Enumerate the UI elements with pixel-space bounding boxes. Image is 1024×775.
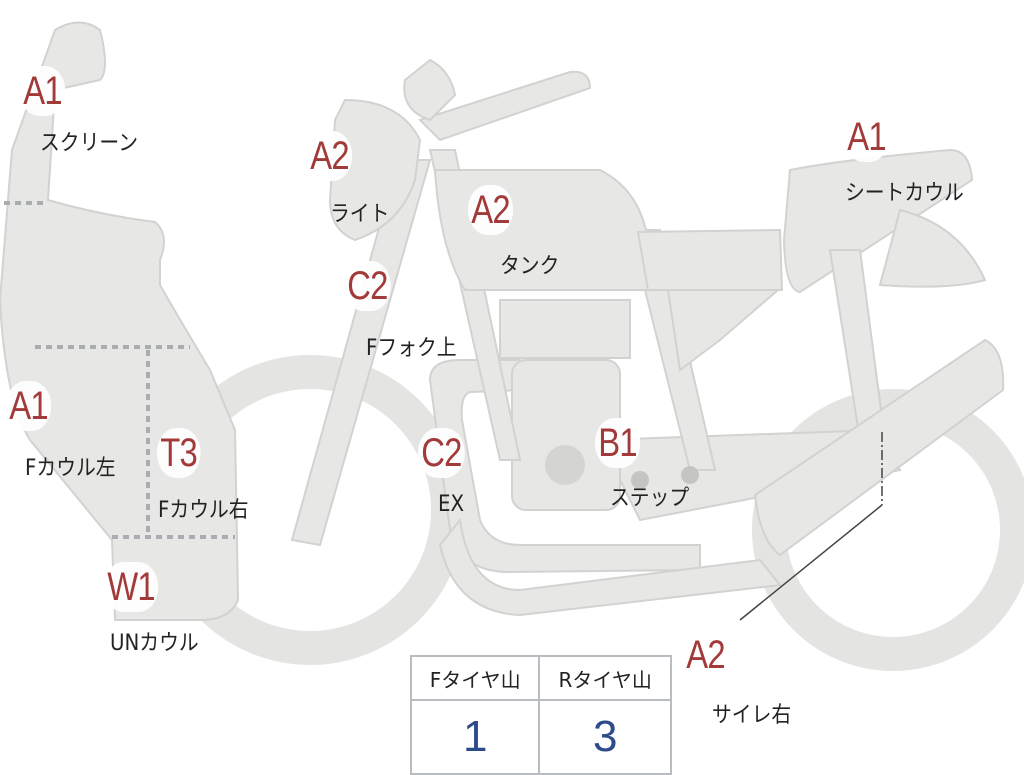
label-screen: スクリーン <box>40 131 139 156</box>
label-seat-cowl: シートカウル <box>845 181 964 206</box>
handlebar <box>418 70 592 142</box>
label-exhaust: EX <box>438 492 465 517</box>
tire-tread-table: Fタイヤ山 Rタイヤ山 1 3 <box>409 655 672 775</box>
label-silencer-right: サイレ右 <box>712 703 792 728</box>
seat <box>636 228 784 291</box>
exhaust-pipe-lower <box>438 517 782 617</box>
label-step: ステップ <box>610 486 690 511</box>
grade-tank: A2 <box>468 185 514 235</box>
rear-tire-value: 3 <box>538 699 672 775</box>
front-tire-header: Fタイヤ山 <box>409 655 541 701</box>
grade-screen: A1 <box>20 66 66 116</box>
engine-top <box>499 299 631 359</box>
front-fork <box>290 159 432 547</box>
grade-seat-cowl: A1 <box>844 112 890 162</box>
step-peg-2 <box>681 466 699 484</box>
label-under-cowl: UNカウル <box>110 631 199 656</box>
grade-exhaust: C2 <box>418 428 465 478</box>
grade-light: A2 <box>307 131 353 181</box>
rear-tire-header: Rタイヤ山 <box>538 655 672 701</box>
label-f-cowl-right: Fカウル右 <box>158 498 249 523</box>
label-light: ライト <box>330 202 390 227</box>
label-tank: タンク <box>500 254 560 279</box>
front-tire-value: 1 <box>409 699 541 775</box>
step-peg-1 <box>631 471 649 489</box>
tail-fender <box>878 208 987 288</box>
mirror <box>403 58 457 122</box>
headlight <box>328 98 422 242</box>
engine-cover <box>545 445 585 485</box>
grade-silencer-right: A2 <box>683 630 729 680</box>
silencer-leader-line <box>739 504 883 621</box>
grade-f-cowl-right: T3 <box>157 428 201 478</box>
exhaust-pipe <box>428 359 701 574</box>
label-fork-upper: Fフォク上 <box>366 336 457 361</box>
grade-f-cowl-left: A1 <box>6 381 52 431</box>
grade-fork-upper: C2 <box>344 261 391 311</box>
grade-step: B1 <box>595 418 641 468</box>
label-f-cowl-left: Fカウル左 <box>25 456 116 481</box>
grade-under-cowl: W1 <box>104 562 159 612</box>
side-cover <box>666 289 781 372</box>
silencer <box>753 338 1005 557</box>
